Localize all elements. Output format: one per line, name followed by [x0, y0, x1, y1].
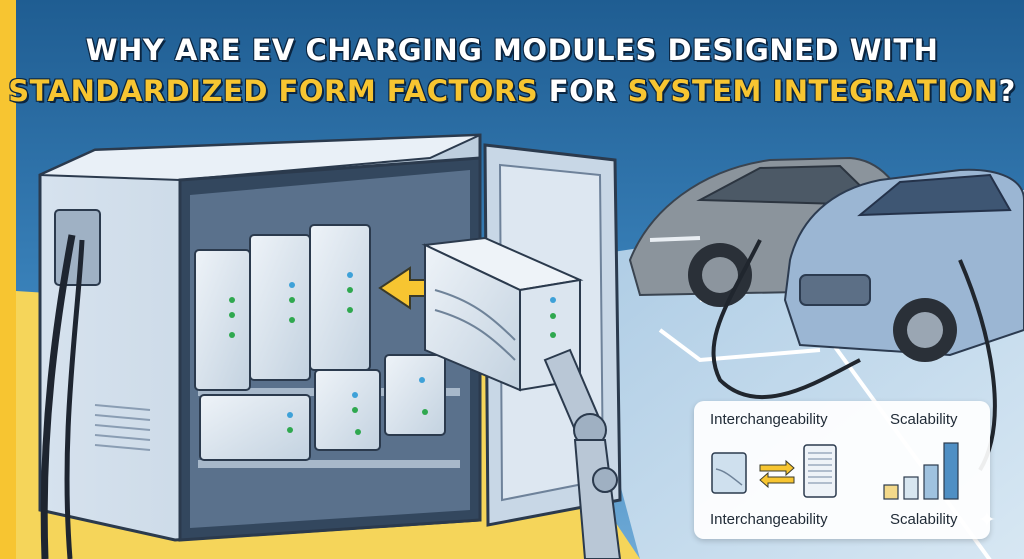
left-accent-bar	[0, 0, 16, 559]
rack-module	[249, 234, 311, 381]
scalability-label-bottom: Scalability	[890, 511, 958, 528]
rack-module	[314, 369, 381, 451]
title-line-2: STANDARDIZED FORM FACTORS FOR SYSTEM INT…	[0, 70, 1024, 112]
cabinet-cable	[40, 234, 76, 559]
interchangeability-icon	[711, 444, 837, 498]
scalability-bar-icon	[883, 442, 959, 500]
interchangeability-label-bottom: Interchangeability	[710, 511, 828, 528]
rack-module	[199, 394, 311, 461]
sparkle-icon: ✦	[977, 508, 996, 533]
robotic-arm	[543, 348, 622, 559]
blue-suv	[783, 168, 1024, 362]
page-title: WHY ARE EV CHARGING MODULES DESIGNED WIT…	[0, 30, 1024, 112]
rack-module	[309, 224, 371, 371]
title-highlight-standardized: STANDARDIZED FORM FACTORS	[8, 74, 539, 108]
title-word-for: FOR	[538, 74, 628, 108]
rack-module	[384, 354, 446, 436]
interchangeability-label-top: Interchangeability	[710, 411, 828, 428]
benefits-panel: Interchangeability Scalability Interchan…	[694, 401, 990, 539]
title-question-mark: ?	[998, 74, 1016, 108]
scalability-label-top: Scalability	[890, 411, 958, 428]
title-line-1: WHY ARE EV CHARGING MODULES DESIGNED WIT…	[85, 33, 939, 67]
charging-cable	[711, 239, 861, 400]
rack-module	[194, 249, 251, 391]
module-rack	[194, 224, 460, 468]
title-highlight-integration: SYSTEM INTEGRATION	[627, 74, 999, 108]
